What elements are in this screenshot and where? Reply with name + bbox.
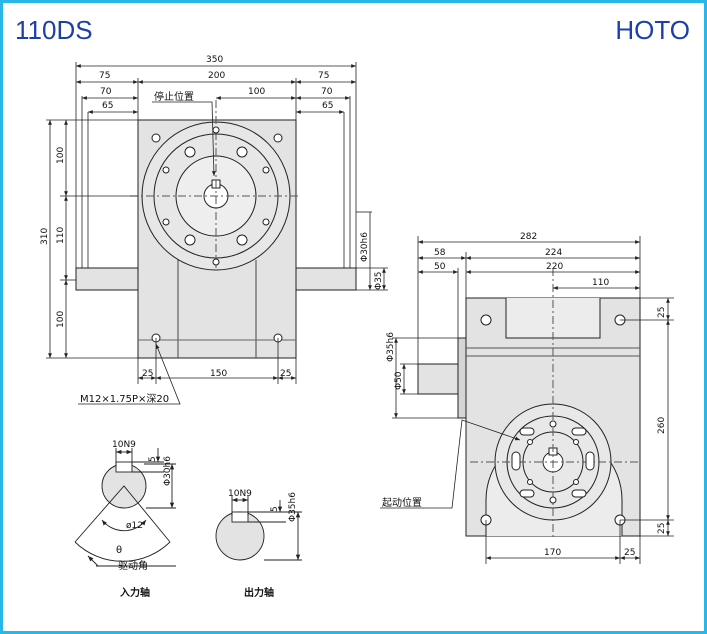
dim-lower-100: 100 [56, 311, 66, 328]
dim-right-65: 65 [322, 101, 333, 111]
front-view [75, 100, 357, 359]
dim-shaft-35: Φ35 [374, 271, 384, 290]
model-title: 110DS [15, 15, 93, 45]
dim-282: 282 [520, 232, 537, 242]
input-theta: θ [116, 545, 122, 556]
dim-100-center: 100 [248, 87, 265, 97]
thread-note: M12×1.75P×深20 [80, 393, 169, 405]
dim-58: 58 [434, 248, 446, 258]
dim-170: 170 [544, 548, 561, 558]
stop-position-label: 停止位置 [154, 90, 194, 103]
dim-bottom-left-25: 25 [142, 369, 153, 379]
front-dimension-texts: 350 75 200 75 70 70 65 65 100 停止位置 310 1… [40, 55, 384, 405]
start-position-label: 起动位置 [382, 496, 422, 509]
dim-bottom-right-25: 25 [280, 369, 291, 379]
brand-title: HOTO [615, 15, 690, 45]
dim-upper-100: 100 [56, 147, 66, 164]
output-shaft-caption: 出力轴 [244, 586, 274, 599]
dim-shaft-35h6: Φ35h6 [386, 332, 396, 362]
side-dimensions [380, 236, 674, 564]
dim-right-75: 75 [318, 71, 329, 81]
dim-220: 220 [546, 262, 563, 272]
dim-bottom-right-25-side: 25 [624, 548, 635, 558]
drive-angle-label: 驱动角 [118, 560, 148, 572]
dim-left-65: 65 [102, 101, 113, 111]
dim-200: 200 [208, 71, 225, 81]
dim-110-side: 110 [592, 278, 609, 288]
output-key-width: 10N9 [228, 489, 252, 499]
dim-50: 50 [434, 262, 446, 272]
front-left-shaft [75, 267, 139, 291]
input-shaft-caption: 入力轴 [120, 586, 150, 599]
dim-310: 310 [40, 228, 50, 245]
side-dimension-texts: 282 58 224 50 220 110 25 260 25 Φ35h6 Φ5… [382, 232, 667, 558]
dim-left-70: 70 [100, 87, 112, 97]
dim-bottom-25-right: 25 [657, 523, 667, 534]
dim-shaft-30h6: Φ30h6 [360, 232, 370, 262]
input-shaft-detail [74, 448, 176, 567]
dim-top-25: 25 [657, 307, 667, 318]
input-key-depth: 5 [148, 456, 158, 462]
front-dimensions [46, 62, 388, 405]
dim-110: 110 [56, 227, 66, 244]
output-shaft-detail [215, 496, 302, 561]
output-shaft-dia: Φ35h6 [288, 492, 298, 522]
input-key-width: 10N9 [112, 440, 136, 450]
output-shaft-texts: 10N9 5 Φ35h6 出力轴 [228, 489, 298, 599]
dim-260: 260 [657, 417, 667, 434]
front-right-shaft [295, 267, 357, 291]
dim-bottom-150: 150 [210, 369, 227, 379]
input-angle-radius: ø12 [126, 521, 143, 531]
side-view [417, 268, 641, 540]
input-shaft-dia: Φ30h6 [163, 456, 173, 486]
dim-224: 224 [545, 248, 562, 258]
dim-right-70: 70 [321, 87, 333, 97]
dim-350: 350 [206, 55, 223, 65]
dim-left-75: 75 [99, 71, 110, 81]
output-key-depth: 5 [270, 506, 280, 512]
input-shaft-texts: 10N9 5 Φ30h6 ø12 θ 驱动角 入力轴 [112, 440, 173, 599]
dim-shaft-50: Φ50 [394, 371, 404, 390]
